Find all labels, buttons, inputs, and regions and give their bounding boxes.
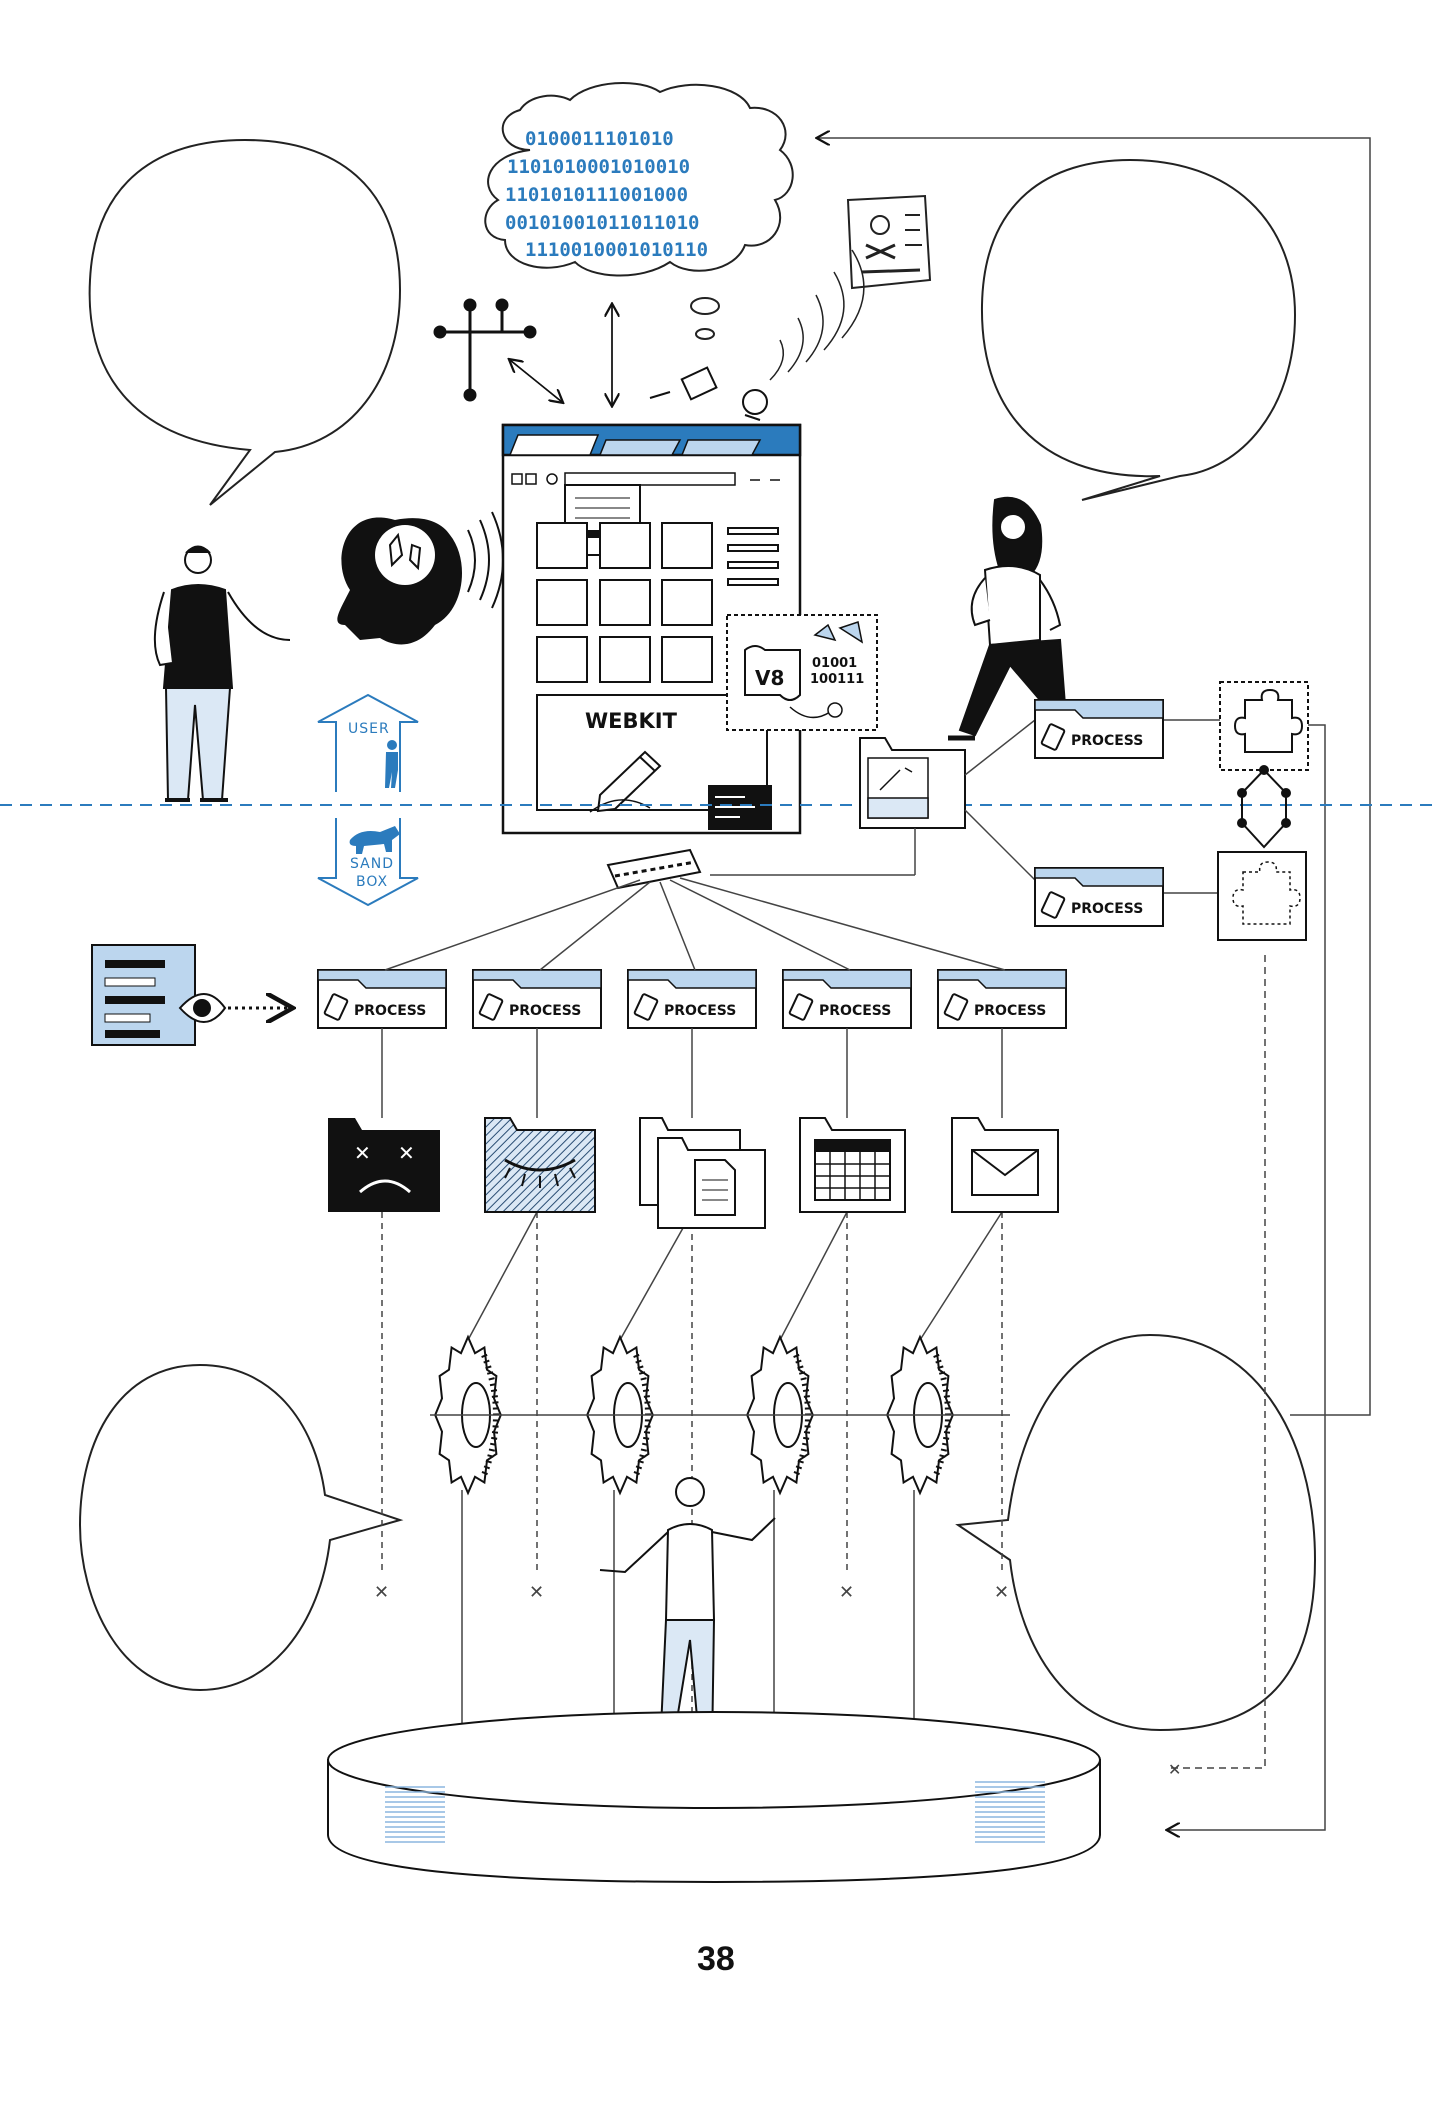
device-icon bbox=[788, 993, 814, 1021]
person-man-left bbox=[153, 545, 291, 802]
process-boxes: PROCESS PROCESS PROCESS PROCESS PROCESS PROCE… bbox=[317, 699, 1164, 1029]
browser-window: WEBKIT V8 01001 100111 bbox=[501, 423, 878, 835]
documents-folder-icon bbox=[639, 1117, 766, 1229]
blocked-mark: ✕ bbox=[529, 1582, 544, 1603]
device-icon bbox=[633, 993, 659, 1021]
person-man-center bbox=[599, 1477, 776, 1754]
binary-row: 0100011101010 bbox=[525, 128, 674, 150]
svg-text:✕: ✕ bbox=[1168, 1760, 1181, 1779]
speech-bubble-bottom-left bbox=[78, 1363, 404, 1692]
puzzle-connector bbox=[1237, 765, 1291, 849]
user-arrow: USER bbox=[317, 693, 419, 792]
process-flow-lines: ✕ ✕ ✕ ✕ bbox=[374, 1028, 1009, 1752]
speech-bubble-top-left bbox=[88, 138, 402, 506]
sad-folder-icon: ✕ ✕ bbox=[328, 1118, 440, 1212]
browser-toolbar bbox=[511, 472, 780, 486]
process-label: PROCESS bbox=[819, 1003, 891, 1019]
puzzle-sandboxed-box bbox=[1217, 851, 1307, 941]
device-icon bbox=[1040, 891, 1066, 919]
process-box: PROCESS bbox=[317, 969, 447, 1029]
blocked-mark: ✕ bbox=[839, 1582, 854, 1603]
person-woman-right bbox=[948, 496, 1067, 741]
v8-panel: V8 01001 100111 bbox=[726, 614, 878, 731]
process-label: PROCESS bbox=[664, 1003, 736, 1019]
crawler-robot-icon bbox=[649, 366, 768, 421]
user-label: USER bbox=[348, 721, 390, 737]
sandbox-label-line2: BOX bbox=[356, 874, 388, 890]
binary-row: 1101010001010010 bbox=[507, 156, 690, 178]
process-label: PROCESS bbox=[1071, 901, 1143, 917]
sandbox-arrow: SAND BOX bbox=[317, 818, 419, 907]
device-icon bbox=[943, 993, 969, 1021]
network-branch-icon bbox=[433, 298, 537, 402]
storage-platform bbox=[327, 1711, 1101, 1884]
process-box: PROCESS bbox=[782, 969, 912, 1029]
blocked-mark: ✕ bbox=[374, 1582, 389, 1603]
svg-text:✕: ✕ bbox=[354, 1141, 371, 1165]
pencil-icon bbox=[596, 750, 662, 813]
speech-bubble-bottom-right bbox=[955, 1333, 1317, 1732]
device-icon bbox=[478, 993, 504, 1021]
connection-arrows bbox=[510, 305, 612, 405]
sandbox-label-line1: SAND bbox=[350, 856, 394, 872]
binary-row: 00101001011011010 bbox=[505, 212, 699, 234]
head-sign-language-icon bbox=[337, 511, 504, 645]
calendar-folder-icon bbox=[799, 1117, 906, 1213]
process-box: PROCESS bbox=[472, 969, 602, 1029]
malware-document-icon bbox=[846, 194, 932, 290]
process-box: PROCESS bbox=[627, 969, 757, 1029]
webkit-label: WEBKIT bbox=[585, 709, 678, 733]
device-icon bbox=[1040, 723, 1066, 751]
bits-row: 01001 bbox=[812, 656, 857, 671]
process-label: PROCESS bbox=[354, 1003, 426, 1019]
blocked-mark: ✕ bbox=[994, 1582, 1009, 1603]
page-tiles bbox=[536, 522, 713, 683]
process-box: PROCESS bbox=[937, 969, 1067, 1029]
binary-cloud: 0100011101010 1101010001010010 110101011… bbox=[484, 82, 794, 340]
bits-row: 100111 bbox=[810, 672, 864, 687]
binary-row: 1110010001010110 bbox=[525, 239, 708, 261]
window-folder bbox=[859, 737, 966, 829]
eye-document-icon bbox=[91, 944, 290, 1046]
hub-to-process-lines bbox=[384, 877, 1006, 971]
device-icon bbox=[323, 993, 349, 1021]
hidden-folder-icon bbox=[484, 1117, 596, 1213]
mail-folder-icon bbox=[951, 1117, 1059, 1213]
svg-text:✕: ✕ bbox=[398, 1141, 415, 1165]
process-label: PROCESS bbox=[974, 1003, 1046, 1019]
network-switch-icon bbox=[606, 848, 702, 890]
process-box: PROCESS bbox=[1034, 867, 1164, 927]
binary-row: 1101010111001000 bbox=[505, 184, 688, 206]
person-icon bbox=[385, 740, 398, 788]
speech-bubble-top-right bbox=[980, 158, 1297, 501]
page-number: 38 bbox=[697, 1940, 735, 1978]
puzzle-icon bbox=[1233, 688, 1304, 753]
process-label: PROCESS bbox=[1071, 733, 1143, 749]
sidebar-text-lines bbox=[727, 527, 779, 586]
process-box: PROCESS bbox=[1034, 699, 1164, 759]
dog-icon bbox=[349, 826, 400, 854]
process-connector-lines bbox=[710, 719, 1220, 894]
process-label: PROCESS bbox=[509, 1003, 581, 1019]
signal-arcs bbox=[769, 249, 865, 381]
puzzle-plugin-box bbox=[1219, 681, 1309, 771]
v8-label: V8 bbox=[755, 666, 784, 690]
